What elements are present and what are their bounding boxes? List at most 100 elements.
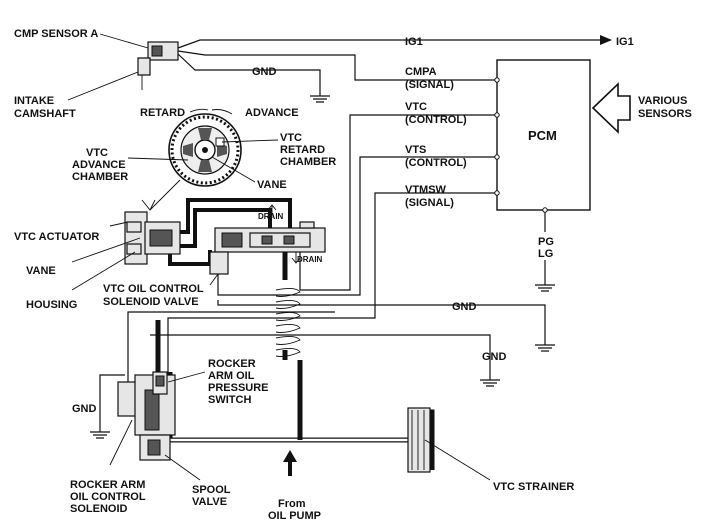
pcm-box — [496, 59, 591, 211]
label-rocker-solenoid-2: OIL CONTROL — [70, 491, 146, 503]
leader-strainer — [424, 439, 491, 481]
label-solenoid-valve-2: SOLENOID VALVE — [103, 296, 199, 308]
cmpa-wire — [177, 50, 497, 81]
sensor-gnd-wire — [177, 53, 321, 96]
label-cmpa-1: CMPA — [405, 66, 437, 78]
label-vtc-actuator: VTC ACTUATOR — [14, 231, 99, 243]
gnd-mid-wire — [217, 300, 546, 345]
label-from-1: From — [278, 498, 306, 510]
leader-vtc-retard — [221, 139, 279, 143]
rocker-arm-oil-pressure-switch — [152, 371, 168, 395]
label-vtc-advance-2: ADVANCE — [72, 159, 126, 171]
label-various-1: VARIOUS — [638, 95, 687, 107]
label-strainer: VTC STRAINER — [493, 481, 574, 493]
label-vtc-retard-3: CHAMBER — [280, 156, 336, 168]
vtc-strainer — [407, 407, 431, 473]
gnd-mid-symbol — [535, 344, 555, 352]
label-vtc-retard-2: RETARD — [280, 144, 325, 156]
leader-vane-left — [71, 237, 141, 263]
label-housing: HOUSING — [26, 299, 77, 311]
label-various-2: SENSORS — [638, 108, 692, 120]
label-vtc-advance-3: CHAMBER — [72, 171, 128, 183]
label-rocker-solenoid-1: ROCKER ARM — [70, 479, 145, 491]
label-vts-2: (CONTROL) — [405, 157, 467, 169]
label-drain-2: DRAIN — [297, 255, 323, 264]
leader-housing — [71, 251, 136, 291]
leader-vtc-advance — [127, 157, 189, 161]
label-vtc-retard-1: VTC — [280, 132, 302, 144]
vtmsw-wire — [167, 192, 497, 372]
label-vane-top: VANE — [257, 179, 287, 191]
label-vts-1: VTS — [405, 144, 426, 156]
label-vtc-1: VTC — [405, 101, 427, 113]
oil-pump-arrow — [283, 450, 297, 476]
gnd-left-symbol — [90, 431, 110, 439]
label-intake-2: CAMSHAFT — [14, 108, 76, 120]
leader-rocker-solenoid — [109, 419, 133, 466]
gnd-left-wire — [99, 374, 125, 432]
label-advance: ADVANCE — [245, 107, 299, 119]
advance-arrow — [211, 109, 233, 115]
label-rocker-solenoid-3: SOLENOID — [70, 503, 128, 515]
pg-lg-ground — [535, 284, 555, 292]
label-intake-1: INTAKE — [14, 95, 54, 107]
pcm-pin-pg — [542, 207, 548, 213]
label-cmp-sensor: CMP SENSOR A — [14, 28, 98, 40]
vtc-pipe-up — [155, 320, 303, 440]
label-cmpa-2: (SIGNAL) — [405, 79, 454, 91]
label-rocker-switch-2: ARM OIL — [208, 370, 255, 382]
cmp-sensor-a — [137, 41, 179, 90]
label-vtc-2: (CONTROL) — [405, 114, 467, 126]
vts-control-wire — [217, 156, 497, 296]
label-vtmsw-2: (SIGNAL) — [405, 197, 454, 209]
vtc-oil-control-solenoid-valve — [209, 221, 326, 275]
pcm-pin-cmpa — [494, 77, 500, 83]
label-gnd-right: GND — [482, 351, 507, 363]
label-from-2: OIL PUMP — [268, 510, 321, 522]
gnd-right-symbol — [480, 379, 500, 387]
leader-intake — [67, 71, 139, 101]
label-pcm: PCM — [528, 128, 557, 143]
ig1-arrow — [600, 35, 612, 45]
label-spool-1: SPOOL — [192, 484, 231, 496]
label-spool-2: VALVE — [192, 496, 227, 508]
drain-arrow-1 — [267, 204, 277, 216]
label-vtc-advance-1: VTC — [86, 147, 108, 159]
sensor-gnd-symbol — [310, 95, 330, 103]
label-ig1-right: IG1 — [616, 36, 634, 48]
oil-line-retard — [180, 208, 272, 248]
label-rocker-switch-4: SWITCH — [208, 394, 251, 406]
label-ig1-left: IG1 — [405, 36, 423, 48]
solenoid-feed-wire — [127, 311, 335, 390]
disc-actuator-link — [141, 179, 181, 211]
leader-solenoid-valve — [209, 273, 219, 286]
wire-bundle — [275, 287, 301, 357]
ig1-wire — [177, 39, 600, 49]
leader-pressure-switch — [167, 371, 206, 383]
label-gnd-left: GND — [72, 403, 97, 415]
label-gnd-top: GND — [252, 66, 277, 78]
pcm-pin-vts — [494, 154, 500, 160]
gnd-right-wire — [150, 334, 491, 380]
pcm-pin-vtmsw — [494, 190, 500, 196]
vtc-control-wire — [299, 114, 497, 291]
label-solenoid-valve-1: VTC OIL CONTROL — [103, 283, 204, 295]
label-drain-1: DRAIN — [258, 212, 284, 221]
leader-cmp-sensor — [99, 33, 149, 49]
label-rocker-switch-1: ROCKER — [208, 358, 256, 370]
label-gnd-mid: GND — [452, 301, 477, 313]
oil-line-advance — [180, 198, 292, 234]
various-sensors-arrow — [591, 82, 631, 134]
vtc-actuator-disc — [168, 113, 242, 187]
label-vtmsw-1: VTMSW — [405, 184, 447, 196]
leader-vane-top — [211, 156, 256, 183]
label-retard: RETARD — [140, 107, 185, 119]
leader-spool — [164, 454, 201, 481]
leader-vtc-actuator — [109, 221, 129, 227]
pcm-pin-vtc — [494, 112, 500, 118]
retard-arrow — [189, 108, 209, 113]
label-pg: PG — [538, 236, 554, 248]
label-rocker-switch-3: PRESSURE — [208, 382, 269, 394]
drain-arrow-2 — [291, 252, 301, 264]
